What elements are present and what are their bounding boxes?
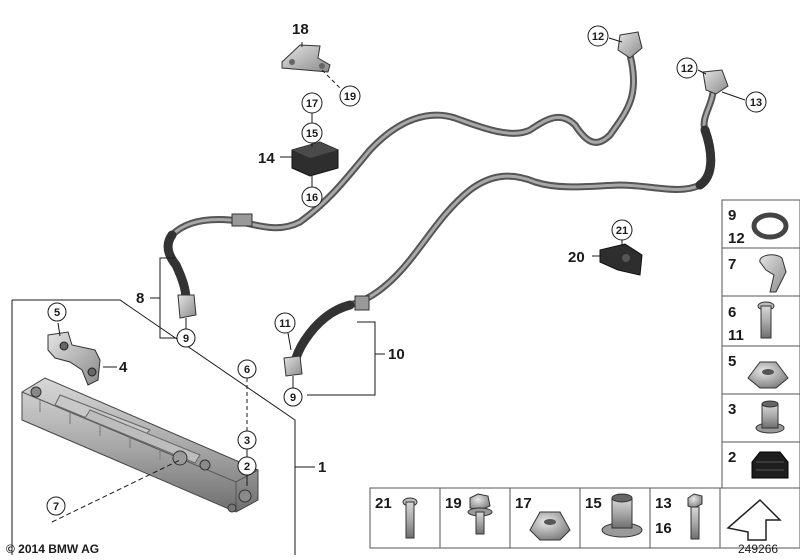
oil-line-8 [163,31,643,319]
callout-16: 16 [301,186,323,208]
svg-text:15: 15 [306,128,318,140]
pipe-holder-20 [592,240,643,276]
legend-label-5: 5 [728,353,736,370]
svg-text:9: 9 [183,333,189,345]
diagram-number: 249266 [738,542,778,556]
svg-text:6: 6 [244,364,250,376]
legend-label-16: 16 [655,520,672,537]
callout-14: 14 [258,150,275,167]
svg-text:2: 2 [244,461,250,473]
legend-label-3: 3 [728,401,736,418]
callout-3: 3 [237,430,257,450]
pipe-holder-14 [280,112,339,188]
legend-label-15: 15 [585,495,602,512]
callout-13: 13 [745,91,767,113]
callout-6: 6 [237,359,257,379]
svg-text:12: 12 [681,63,693,75]
legend-label-12: 12 [728,230,745,247]
legend-label-7: 7 [728,256,736,273]
callout-20: 20 [568,249,585,266]
legend-label-11: 11 [728,327,744,344]
circled-callouts: 5 6 3 2 7 9 9 11 [46,25,767,516]
callout-4: 4 [119,359,128,376]
legend-label-9: 9 [728,207,736,224]
callout-9-upper: 9 [176,328,196,348]
callout-12-right: 12 [676,57,698,79]
plain-callouts: 4 1 8 10 14 18 20 [119,21,585,476]
svg-text:17: 17 [306,98,318,110]
callout-12-left: 12 [587,25,609,47]
legend-label-21: 21 [375,495,392,512]
legend-label-6: 6 [728,304,736,321]
oil-line-10 [283,69,729,377]
legend-bottom [369,487,800,549]
callout-10: 10 [388,346,405,363]
pipe-group-brackets [150,37,746,396]
callout-17: 17 [301,92,323,114]
callout-8: 8 [136,290,144,307]
legend-right-labels: 9 12 7 6 11 5 3 2 [728,207,745,466]
legend-right [721,199,800,489]
copyright-text: © 2014 BMW AG [6,542,99,556]
legend-label-2: 2 [728,449,736,466]
legend-label-13: 13 [655,495,672,512]
svg-text:16: 16 [306,192,318,204]
callout-1: 1 [318,459,326,476]
svg-text:13: 13 [750,97,762,109]
bracket-18 [281,42,341,89]
callout-19: 19 [339,85,361,107]
callout-2: 2 [237,456,257,476]
callout-18: 18 [292,21,309,38]
svg-text:21: 21 [616,225,628,237]
svg-text:19: 19 [344,91,356,103]
callout-9-lower: 9 [283,387,303,407]
callout-11: 11 [274,312,296,334]
legend-bottom-labels: 21 19 17 15 13 16 [375,495,672,537]
svg-text:5: 5 [54,307,60,319]
legend-label-19: 19 [445,495,462,512]
svg-text:11: 11 [279,318,291,330]
svg-text:9: 9 [290,392,296,404]
callout-7: 7 [46,496,66,516]
svg-text:7: 7 [53,501,59,513]
callout-5: 5 [47,302,67,322]
bracket-part [47,331,101,386]
callout-15: 15 [301,122,323,144]
legend-label-17: 17 [515,495,532,512]
svg-text:12: 12 [592,31,604,43]
svg-text:3: 3 [244,435,250,447]
oil-cooler-frame [11,299,296,555]
oil-cooler [21,377,259,513]
callout-21: 21 [611,219,633,241]
